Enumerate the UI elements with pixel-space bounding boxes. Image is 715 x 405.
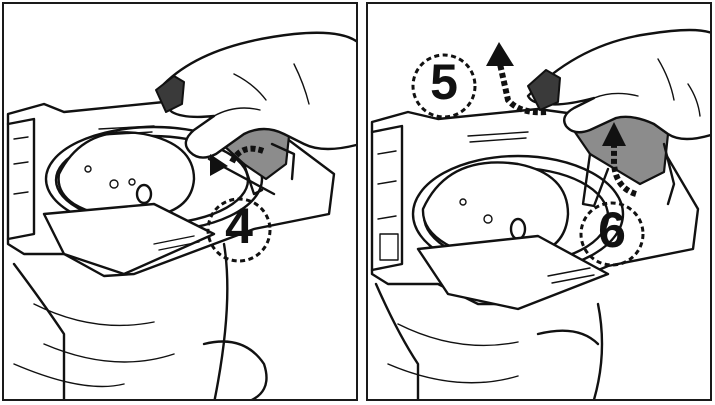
appliance-drawing-left	[4, 4, 358, 401]
step-4-number: 4	[211, 196, 267, 256]
step-6-number: 6	[584, 200, 640, 260]
illustration-panel-left: 4	[2, 2, 358, 401]
illustration-panel-right: 5 6	[366, 2, 712, 401]
step-5-number: 5	[416, 52, 472, 112]
